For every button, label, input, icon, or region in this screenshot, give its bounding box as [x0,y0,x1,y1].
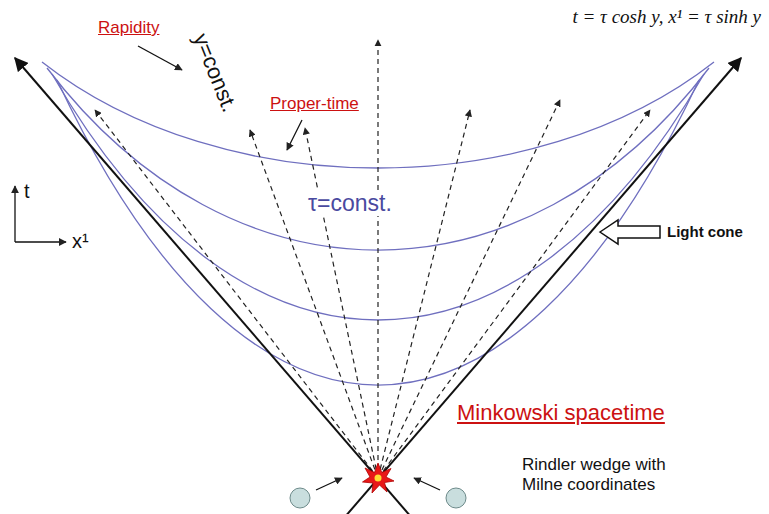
proper-time-label: Proper-time [268,94,361,114]
coordinate-note: Rindler wedge with Milne coordinates [520,455,704,494]
rapidity-label: Rapidity [96,18,161,38]
burst-core [375,475,382,482]
axis-label: t [22,180,32,203]
space-title: Minkowski spacetime [455,400,667,425]
proper-time-value: τ=const. [306,190,394,216]
light-cone [15,58,741,514]
rapidity-value: y=const. [187,28,243,118]
formula: t = τ cosh y, x¹ = τ sinh y [571,6,763,28]
light-cone-label: Light cone [665,223,745,240]
axis-label: x¹ [70,230,91,253]
collision-burst [363,463,395,493]
block-arrow [600,220,660,244]
axes [15,186,66,242]
